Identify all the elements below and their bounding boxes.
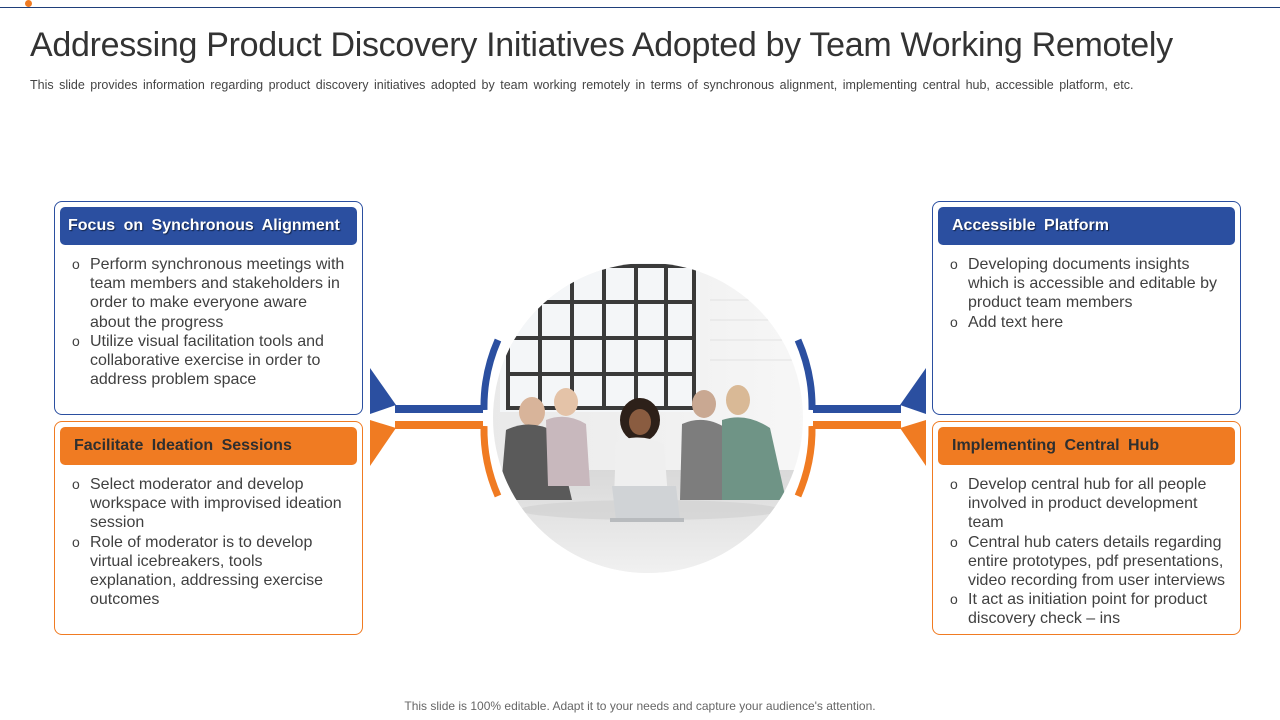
card-heading: Accessible Platform [938, 207, 1235, 245]
arc-left-orange [480, 425, 502, 498]
right-connector-orange [813, 420, 926, 466]
bullet-list: Perform synchronous meetings with team m… [70, 255, 350, 389]
bullet-item: Develop central hub for all people invol… [948, 475, 1236, 533]
card-heading: Focus on Synchronous Alignment [60, 207, 357, 245]
right-connector-blue [813, 368, 926, 414]
team-photo [493, 263, 803, 573]
top-accent-dot [25, 0, 32, 7]
bullet-list: Develop central hub for all people invol… [948, 475, 1236, 629]
top-rule [0, 7, 1280, 8]
bullet-item: Role of moderator is to develop virtual … [70, 533, 350, 610]
card-ideation-sessions: Facilitate Ideation Sessions Select mode… [54, 421, 363, 635]
left-connector-orange [370, 420, 483, 466]
card-heading: Facilitate Ideation Sessions [60, 427, 357, 465]
bullet-item: It act as initiation point for product d… [948, 590, 1236, 628]
arc-right-blue [794, 338, 816, 411]
bullet-item: Utilize visual facilitation tools and co… [70, 332, 350, 390]
bullet-item: Add text here [948, 313, 1228, 332]
slide-subtitle: This slide provides information regardin… [30, 78, 1134, 92]
bullet-list: Developing documents insights which is a… [948, 255, 1228, 332]
bullet-list: Select moderator and develop workspace w… [70, 475, 350, 609]
arc-left-blue [480, 338, 502, 411]
slide-title: Addressing Product Discovery Initiatives… [30, 26, 1173, 64]
bullet-item: Select moderator and develop workspace w… [70, 475, 350, 533]
card-heading: Implementing Central Hub [938, 427, 1235, 465]
card-synchronous-alignment: Focus on Synchronous Alignment Perform s… [54, 201, 363, 415]
bullet-item: Central hub caters details regarding ent… [948, 533, 1236, 591]
card-central-hub: Implementing Central Hub Develop central… [932, 421, 1241, 635]
arc-right-orange [794, 425, 816, 498]
bullet-item: Developing documents insights which is a… [948, 255, 1228, 313]
card-accessible-platform: Accessible Platform Developing documents… [932, 201, 1241, 415]
bullet-item: Perform synchronous meetings with team m… [70, 255, 350, 332]
slide-footer: This slide is 100% editable. Adapt it to… [404, 699, 876, 713]
left-connector-blue [370, 368, 483, 414]
